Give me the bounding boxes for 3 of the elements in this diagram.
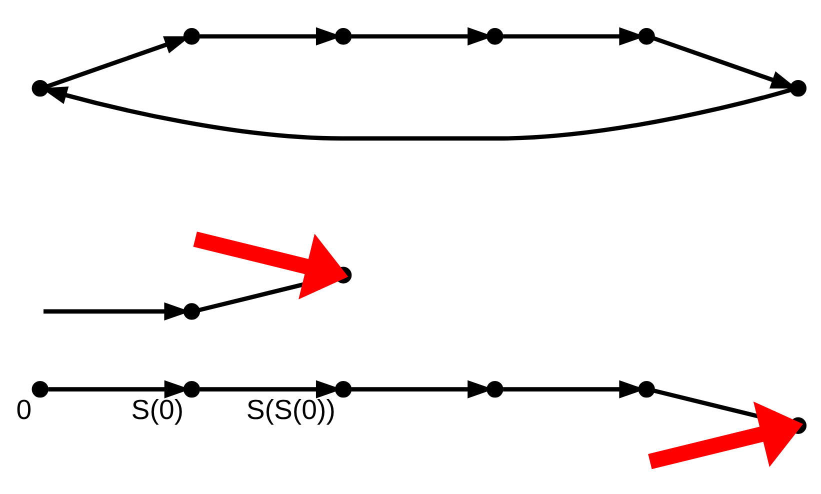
- node-label: S(0): [131, 394, 184, 425]
- node-label: 0: [16, 394, 32, 425]
- node-label: S(S(0)): [246, 394, 336, 425]
